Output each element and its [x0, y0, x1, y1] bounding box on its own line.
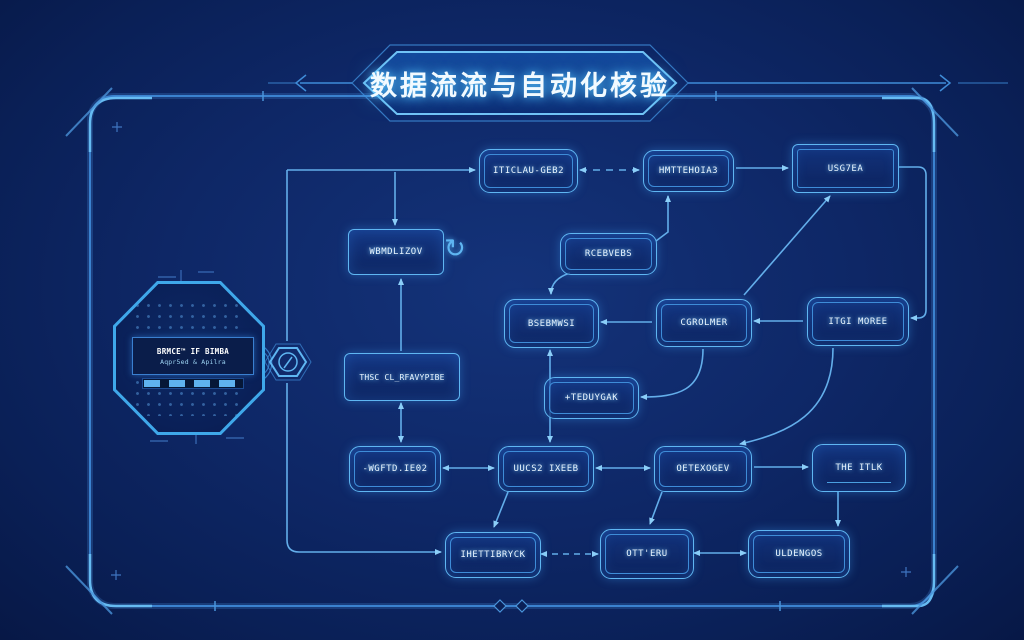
refresh-icon: ↻ — [444, 234, 466, 264]
node-label: ITICLAU-GEB2 — [492, 166, 565, 176]
node-label: OTT'ERU — [626, 549, 668, 559]
chip-segment-bar — [142, 378, 244, 389]
node-label: USG7EA — [827, 163, 864, 174]
edge-n8-n13 — [739, 347, 834, 446]
node-label: RCEBVEBS — [584, 249, 633, 259]
node-label: IHETTIBRYCK — [460, 550, 526, 560]
flow-node-n7: CGROLMER — [656, 299, 752, 347]
node-label: WBMDLIZOV — [369, 247, 423, 257]
node-frame: UUCS2 IXEEB — [503, 451, 589, 487]
flow-node-n1: ITICLAU-GEB2 — [479, 149, 578, 193]
node-label: OETEXOGEV — [676, 464, 730, 474]
node-frame: BSEBMWSI — [509, 304, 594, 343]
chip-label: BRMCE™ IF BIMBA Aqpr5ed & Apilra — [132, 337, 254, 375]
chip-segment-bar-fill — [144, 380, 242, 387]
plus-marks — [111, 122, 911, 580]
node-frame: OETEXOGEV — [659, 451, 747, 487]
node-label: HMTTEHOIA3 — [658, 166, 719, 176]
node-label: +TEDUYGAK — [564, 393, 619, 403]
chip-octagon-face: BRMCE™ IF BIMBA Aqpr5ed & Apilra — [116, 284, 262, 432]
title-banner — [268, 44, 1008, 122]
edge-n5-n2 — [655, 195, 671, 242]
flow-node-n14: THE ITLK — [812, 444, 906, 492]
diamond-marks — [493, 599, 529, 613]
node-frame: IHETTIBRYCK — [450, 537, 536, 573]
node-frame: THE ITLK — [817, 449, 901, 487]
page-title: 数据流流与自动化核验 — [370, 70, 670, 102]
node-label: BSEBMWSI — [527, 318, 576, 329]
node-frame: HMTTEHOIA3 — [648, 155, 729, 187]
clock-hexagon-icon — [264, 343, 312, 381]
node-frame: CGROLMER — [661, 304, 747, 342]
edge-n12-n15 — [493, 491, 509, 528]
edge-n5-n6 — [548, 272, 571, 295]
corner-slash-accents — [65, 87, 959, 615]
node-frame: -WGFTD.IE02 — [354, 451, 436, 487]
node-frame: ITICLAU-GEB2 — [484, 154, 573, 188]
node-label: THSC CL_RFAVYPIBE — [359, 372, 445, 382]
node-frame: ULDENGOS — [753, 535, 845, 573]
flow-node-n8: ITGI MOREE — [807, 297, 909, 346]
node-frame: OTT'ERU — [605, 534, 689, 574]
flow-node-n12: UUCS2 IXEEB — [498, 446, 594, 492]
frame-tick-marks — [214, 91, 781, 611]
node-label: CGROLMER — [680, 318, 728, 328]
flow-node-n16: OTT'ERU — [600, 529, 694, 579]
node-frame: ITGI MOREE — [812, 302, 904, 341]
flow-node-n6: BSEBMWSI — [504, 299, 599, 348]
chip-label-title: BRMCE™ IF BIMBA — [156, 346, 230, 356]
edge-n3-n8 — [899, 166, 927, 321]
node-label: ITGI MOREE — [828, 316, 888, 327]
flow-node-n13: OETEXOGEV — [654, 446, 752, 492]
node-frame: THSC CL_RFAVYPIBE — [349, 358, 455, 396]
flow-node-n15: IHETTIBRYCK — [445, 532, 541, 578]
flow-node-n10: +TEDUYGAK — [544, 377, 639, 419]
node-frame: RCEBVEBS — [565, 238, 652, 270]
edge-n7-n10 — [640, 348, 704, 400]
flow-node-n3: USG7EA — [792, 144, 899, 193]
node-label: UUCS2 IXEEB — [513, 464, 579, 474]
flow-node-n5: RCEBVEBS — [560, 233, 657, 275]
chip-octagon: BRMCE™ IF BIMBA Aqpr5ed & Apilra — [113, 281, 265, 435]
node-label: ULDENGOS — [775, 549, 823, 559]
chip-label-subtitle: Aqpr5ed & Apilra — [160, 357, 226, 366]
node-frame: WBMDLIZOV — [353, 234, 439, 270]
edge-n7-n3 — [743, 195, 831, 296]
node-label: -WGFTD.IE02 — [362, 464, 428, 474]
node-frame: +TEDUYGAK — [549, 382, 634, 414]
flow-node-n2: HMTTEHOIA3 — [643, 150, 734, 192]
flow-node-n17: ULDENGOS — [748, 530, 850, 578]
flow-node-n9: THSC CL_RFAVYPIBE — [344, 353, 460, 401]
edge-n13-n16 — [649, 491, 663, 525]
flow-node-n11: -WGFTD.IE02 — [349, 446, 441, 492]
node-label: THE ITLK — [835, 463, 883, 473]
flow-edges — [286, 165, 927, 557]
node-frame: USG7EA — [797, 149, 894, 188]
edge-left-rail-b — [286, 383, 442, 555]
flow-node-n4: WBMDLIZOV — [348, 229, 444, 275]
